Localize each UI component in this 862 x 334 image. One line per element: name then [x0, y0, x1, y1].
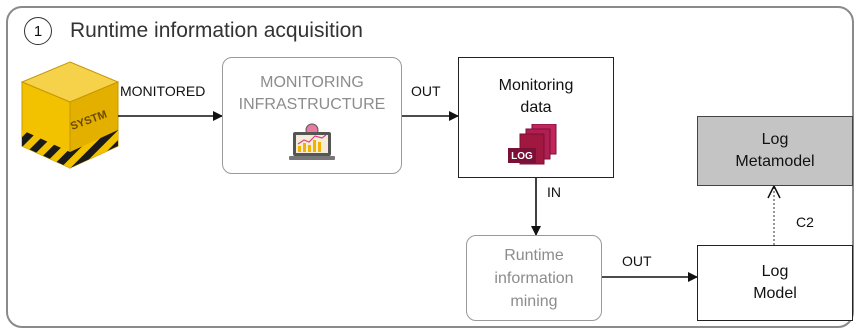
log-model-line1: Log — [761, 263, 789, 280]
diagram-frame — [6, 6, 854, 328]
log-badge: LOG — [511, 151, 533, 162]
monitoring-dashboard-icon — [289, 123, 335, 160]
system-box-icon: SYSTM — [20, 61, 120, 169]
log-metamodel-line1: Log — [761, 131, 789, 148]
section-title: Runtime information acquisition — [70, 19, 363, 42]
monitoring-infrastructure-line2: INFRASTRUCTURE — [238, 96, 386, 113]
edge-label-out-mining: OUT — [622, 253, 652, 269]
log-model-node: Log Model — [697, 245, 853, 321]
monitoring-data-line1: Monitoring — [498, 77, 574, 94]
runtime-information-mining-node: Runtime information mining — [466, 235, 602, 321]
log-model-line2: Model — [753, 285, 797, 302]
monitoring-data-line2: data — [520, 99, 552, 116]
edge-label-out-infra: OUT — [411, 83, 441, 99]
runtime-mining-line1: Runtime — [504, 247, 564, 264]
edge-label-c2: C2 — [796, 214, 814, 230]
monitoring-infrastructure-node: MONITORING INFRASTRUCTURE — [222, 57, 402, 174]
log-metamodel-line2: Metamodel — [735, 153, 815, 170]
edge-label-in: IN — [547, 184, 561, 200]
log-metamodel-node: Log Metamodel — [697, 116, 853, 186]
runtime-mining-line3: mining — [510, 293, 558, 310]
step-number-badge: 1 — [24, 17, 52, 45]
monitoring-infrastructure-line1: MONITORING — [260, 74, 364, 91]
edge-label-monitored: MONITORED — [120, 83, 206, 99]
runtime-mining-line2: information — [494, 270, 574, 287]
log-files-icon: LOG — [508, 124, 557, 165]
